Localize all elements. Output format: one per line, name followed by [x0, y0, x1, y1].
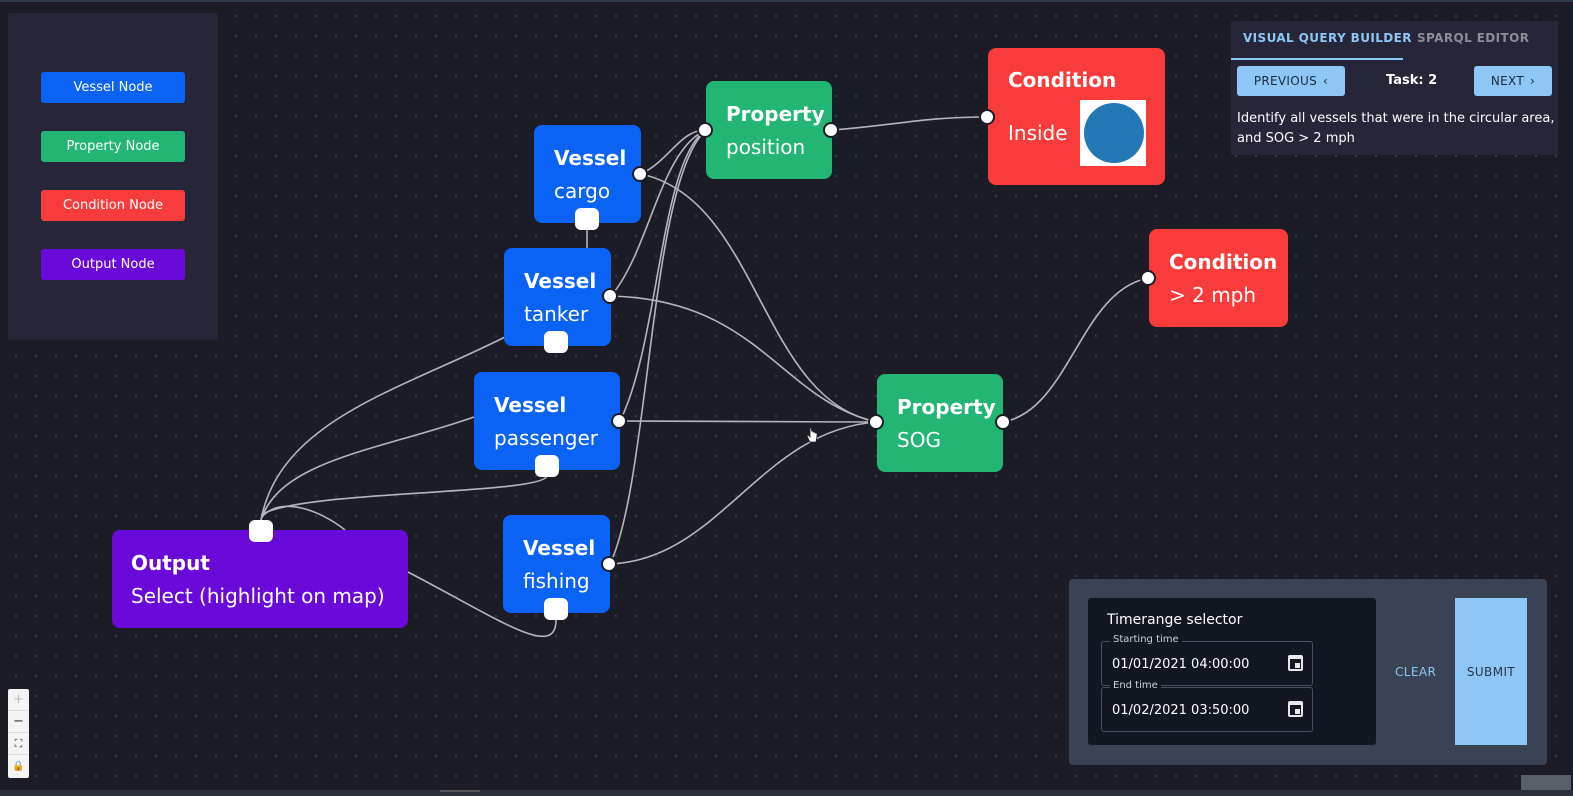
end-time-value[interactable]: 01/02/2021 03:50:00	[1112, 703, 1250, 718]
scrollbar-thumb[interactable]	[1521, 775, 1571, 790]
legend-condition-node[interactable]: Condition Node	[41, 190, 185, 221]
vessel-tanker-bottom-handle[interactable]	[544, 331, 568, 353]
edge-cargo-position	[640, 129, 707, 175]
circle-shape	[1084, 103, 1144, 163]
property-position-output-handle[interactable]	[823, 122, 839, 138]
edge-cargo-sog	[640, 173, 878, 423]
timerange-panel: Timerange selector Starting time 01/01/2…	[1069, 579, 1547, 765]
vessel-passenger-output-handle[interactable]	[611, 413, 627, 429]
starting-time-value[interactable]: 01/01/2021 04:00:00	[1112, 657, 1250, 672]
tab-sparql-editor[interactable]: SPARQL EDITOR	[1417, 31, 1530, 45]
node-title: Vessel	[523, 536, 596, 560]
legend-vessel-node[interactable]: Vessel Node	[41, 72, 185, 103]
edge-passenger-output	[260, 416, 475, 521]
node-title: Vessel	[554, 146, 627, 170]
edge-sog-condition	[1002, 277, 1150, 423]
edge-output-loop	[260, 505, 346, 531]
condition-node-sog[interactable]: Condition > 2 mph	[1149, 229, 1288, 327]
top-border	[0, 0, 1573, 2]
vessel-fishing-bottom-handle[interactable]	[544, 598, 568, 620]
canvas-controls: + − ⛶ 🔒	[8, 689, 29, 778]
horizontal-scroll-indicator[interactable]	[440, 790, 480, 792]
node-legend: Vessel Node Property Node Condition Node…	[8, 13, 218, 340]
end-time-label: End time	[1110, 680, 1161, 691]
zoom-in-button[interactable]: +	[8, 689, 29, 711]
property-sog-input-handle[interactable]	[868, 414, 884, 430]
task-indicator: Task: 2	[1386, 73, 1438, 88]
starting-time-field[interactable]: Starting time 01/01/2021 04:00:00	[1101, 634, 1313, 686]
chevron-right-icon: ›	[1530, 74, 1536, 88]
vessel-node-cargo[interactable]: Vessel cargo	[534, 125, 641, 223]
edge-tanker-output	[260, 336, 506, 521]
vessel-passenger-bottom-handle[interactable]	[535, 455, 559, 477]
output-input-handle[interactable]	[249, 520, 273, 542]
node-subtitle: SOG	[897, 428, 941, 452]
edge-position-inside	[831, 116, 989, 131]
tab-visual-query-builder[interactable]: VISUAL QUERY BUILDER	[1243, 31, 1412, 45]
lock-button[interactable]: 🔒	[12, 760, 25, 772]
submit-button[interactable]: SUBMIT	[1455, 598, 1527, 745]
starting-time-label: Starting time	[1110, 634, 1182, 645]
node-title: Property	[897, 395, 996, 419]
condition-inside-input-handle[interactable]	[979, 109, 995, 125]
active-tab-indicator	[1231, 58, 1403, 60]
property-position-input-handle[interactable]	[697, 122, 713, 138]
legend-property-node[interactable]: Property Node	[41, 131, 185, 162]
node-title: Output	[131, 551, 210, 575]
vessel-fishing-output-handle[interactable]	[601, 556, 617, 572]
fit-view-button[interactable]: ⛶	[8, 733, 29, 755]
vessel-node-tanker[interactable]: Vessel tanker	[504, 248, 611, 346]
node-subtitle: Select (highlight on map)	[131, 584, 385, 608]
timerange-title: Timerange selector	[1107, 612, 1243, 628]
node-title: Condition	[1008, 68, 1117, 92]
node-title: Property	[726, 102, 825, 126]
timerange-selector: Timerange selector Starting time 01/01/2…	[1088, 598, 1376, 745]
edge-passenger-bottom-output	[260, 475, 548, 516]
vessel-cargo-output-handle[interactable]	[632, 166, 648, 182]
node-title: Condition	[1169, 250, 1278, 274]
zoom-out-button[interactable]: −	[8, 711, 29, 733]
node-subtitle: fishing	[523, 569, 590, 593]
calendar-icon[interactable]	[1288, 655, 1303, 671]
node-title: Vessel	[524, 269, 597, 293]
legend-output-node[interactable]: Output Node	[41, 249, 185, 280]
node-subtitle: passenger	[494, 426, 598, 450]
task-description: Identify all vessels that were in the ci…	[1237, 111, 1555, 146]
condition-node-inside[interactable]: Condition Inside	[988, 48, 1165, 185]
hand-cursor-icon	[806, 427, 818, 443]
vessel-node-fishing[interactable]: Vessel fishing	[503, 515, 610, 613]
previous-label: PREVIOUS	[1253, 74, 1318, 88]
property-sog-output-handle[interactable]	[995, 414, 1011, 430]
bottom-bar	[0, 790, 1573, 796]
node-subtitle: cargo	[554, 179, 611, 203]
condition-sog-input-handle[interactable]	[1140, 270, 1156, 286]
edge-tanker-sog	[610, 295, 878, 423]
vessel-node-passenger[interactable]: Vessel passenger	[474, 372, 620, 470]
property-node-sog[interactable]: Property SOG	[877, 374, 1003, 472]
calendar-icon[interactable]	[1288, 701, 1303, 717]
clear-button[interactable]: CLEAR	[1395, 665, 1437, 679]
node-subtitle: position	[726, 135, 806, 159]
next-button[interactable]: NEXT ›	[1474, 66, 1552, 96]
edge-fishing-sog	[609, 421, 878, 565]
next-label: NEXT	[1490, 74, 1524, 88]
query-panel: VISUAL QUERY BUILDER SPARQL EDITOR PREVI…	[1231, 21, 1558, 155]
circle-area-thumbnail[interactable]	[1080, 100, 1146, 166]
end-time-field[interactable]: End time 01/02/2021 03:50:00	[1101, 680, 1313, 732]
previous-button[interactable]: PREVIOUS ‹	[1237, 66, 1345, 96]
vessel-cargo-bottom-handle[interactable]	[575, 208, 599, 230]
edge-passenger-sog	[619, 420, 878, 423]
chevron-left-icon: ‹	[1323, 74, 1329, 88]
property-node-position[interactable]: Property position	[706, 81, 832, 179]
node-subtitle: Inside	[1008, 121, 1068, 145]
node-subtitle: tanker	[524, 302, 589, 326]
node-subtitle: > 2 mph	[1169, 283, 1257, 307]
output-node[interactable]: Output Select (highlight on map)	[112, 530, 408, 628]
vessel-tanker-output-handle[interactable]	[602, 288, 618, 304]
node-title: Vessel	[494, 393, 567, 417]
